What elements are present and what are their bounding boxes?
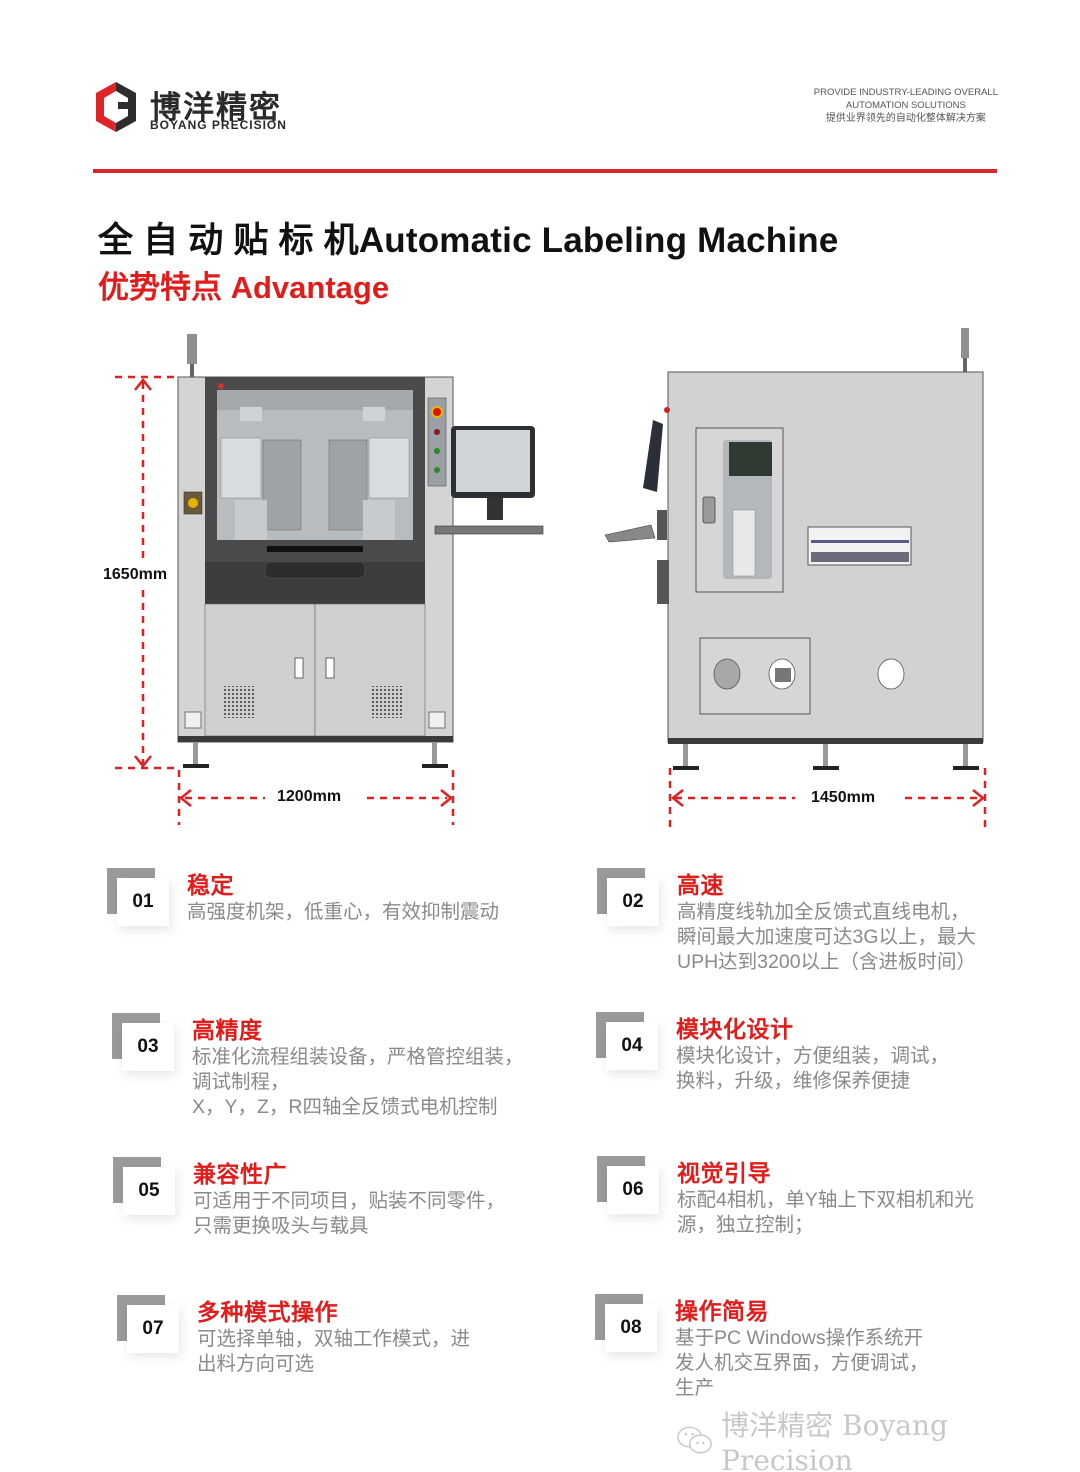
feature-number-badge: 06 xyxy=(597,1156,659,1214)
feature-description: 模块化设计，方便组装，调试， 换料，升级，维修保养便捷 xyxy=(676,1045,950,1092)
brand-name-cn: 博洋精密 xyxy=(150,90,282,125)
brand-name-en: BOYANG PRECISION xyxy=(150,118,287,132)
side-view-drawing xyxy=(604,328,987,830)
feature-number: 03 xyxy=(122,1023,174,1071)
feature-title: 高速 xyxy=(677,872,724,898)
feature-number-badge: 05 xyxy=(113,1157,175,1215)
front-height-dimension: 1650mm xyxy=(100,566,171,584)
front-view-drawing xyxy=(115,334,544,825)
page-title: 全 自 动 贴 标 机Automatic Labeling Machine xyxy=(98,221,839,260)
slogan-line-2: AUTOMATION SOLUTIONS xyxy=(845,100,966,111)
feature-number-badge: 08 xyxy=(595,1294,657,1352)
wechat-watermark: 博洋精密 Boyang Precision xyxy=(676,1404,1080,1472)
feature-number-badge: 04 xyxy=(596,1012,658,1070)
feature-title: 高精度 xyxy=(192,1017,263,1043)
slogan-cn: 提供业界领先的自动化整体解决方案 xyxy=(825,113,986,124)
header-divider xyxy=(93,169,997,173)
feature-description: 高精度线轨加全反馈式直线电机， 瞬间最大加速度可达3G以上，最大 UPH达到32… xyxy=(677,901,977,973)
wechat-icon xyxy=(677,1426,712,1453)
feature-number: 05 xyxy=(123,1167,175,1215)
brand-logo: 博洋精密 BOYANG PRECISION xyxy=(92,80,302,136)
slogan-line-1: PROVIDE INDUSTRY-LEADING OVERALL xyxy=(813,87,998,98)
page-subtitle: 优势特点 Advantage xyxy=(98,270,390,305)
slogan: PROVIDE INDUSTRY-LEADING OVERALL AUTOMAT… xyxy=(814,86,998,125)
feature-number-badge: 07 xyxy=(117,1295,179,1353)
feature-number-badge: 01 xyxy=(107,868,169,926)
feature-title: 视觉引导 xyxy=(677,1160,771,1186)
feature-description: 标准化流程组装设备，严格管控组装， 调试制程， X，Y，Z，R四轴全反馈式电机控… xyxy=(192,1046,524,1118)
feature-number: 02 xyxy=(607,878,659,926)
feature-number-badge: 02 xyxy=(597,868,659,926)
feature-number: 08 xyxy=(605,1304,657,1352)
feature-title: 稳定 xyxy=(187,872,234,898)
feature-number: 07 xyxy=(127,1305,179,1353)
feature-number: 01 xyxy=(117,878,169,926)
feature-number-badge: 03 xyxy=(112,1013,174,1071)
feature-title: 多种模式操作 xyxy=(197,1299,338,1325)
feature-description: 可选择单轴，双轴工作模式，进 出料方向可选 xyxy=(197,1328,471,1375)
side-depth-dimension: 1450mm xyxy=(808,789,879,807)
feature-description: 基于PC Windows操作系统开 发人机交互界面，方便调试， 生产 xyxy=(675,1327,929,1399)
feature-title: 兼容性广 xyxy=(193,1161,287,1187)
front-width-dimension: 1200mm xyxy=(274,788,345,806)
feature-number: 06 xyxy=(607,1166,659,1214)
feature-description: 标配4相机，单Y轴上下双相机和光 源，独立控制； xyxy=(677,1189,974,1236)
feature-description: 高强度机架，低重心，有效抑制震动 xyxy=(187,901,500,923)
boyang-logo-icon xyxy=(96,82,136,132)
feature-number: 04 xyxy=(606,1022,658,1070)
watermark-text: 博洋精密 Boyang Precision xyxy=(721,1409,948,1472)
feature-title: 操作简易 xyxy=(675,1298,769,1324)
feature-title: 模块化设计 xyxy=(676,1016,794,1042)
feature-description: 可适用于不同项目，贴装不同零件， 只需更换吸头与载具 xyxy=(193,1190,506,1237)
